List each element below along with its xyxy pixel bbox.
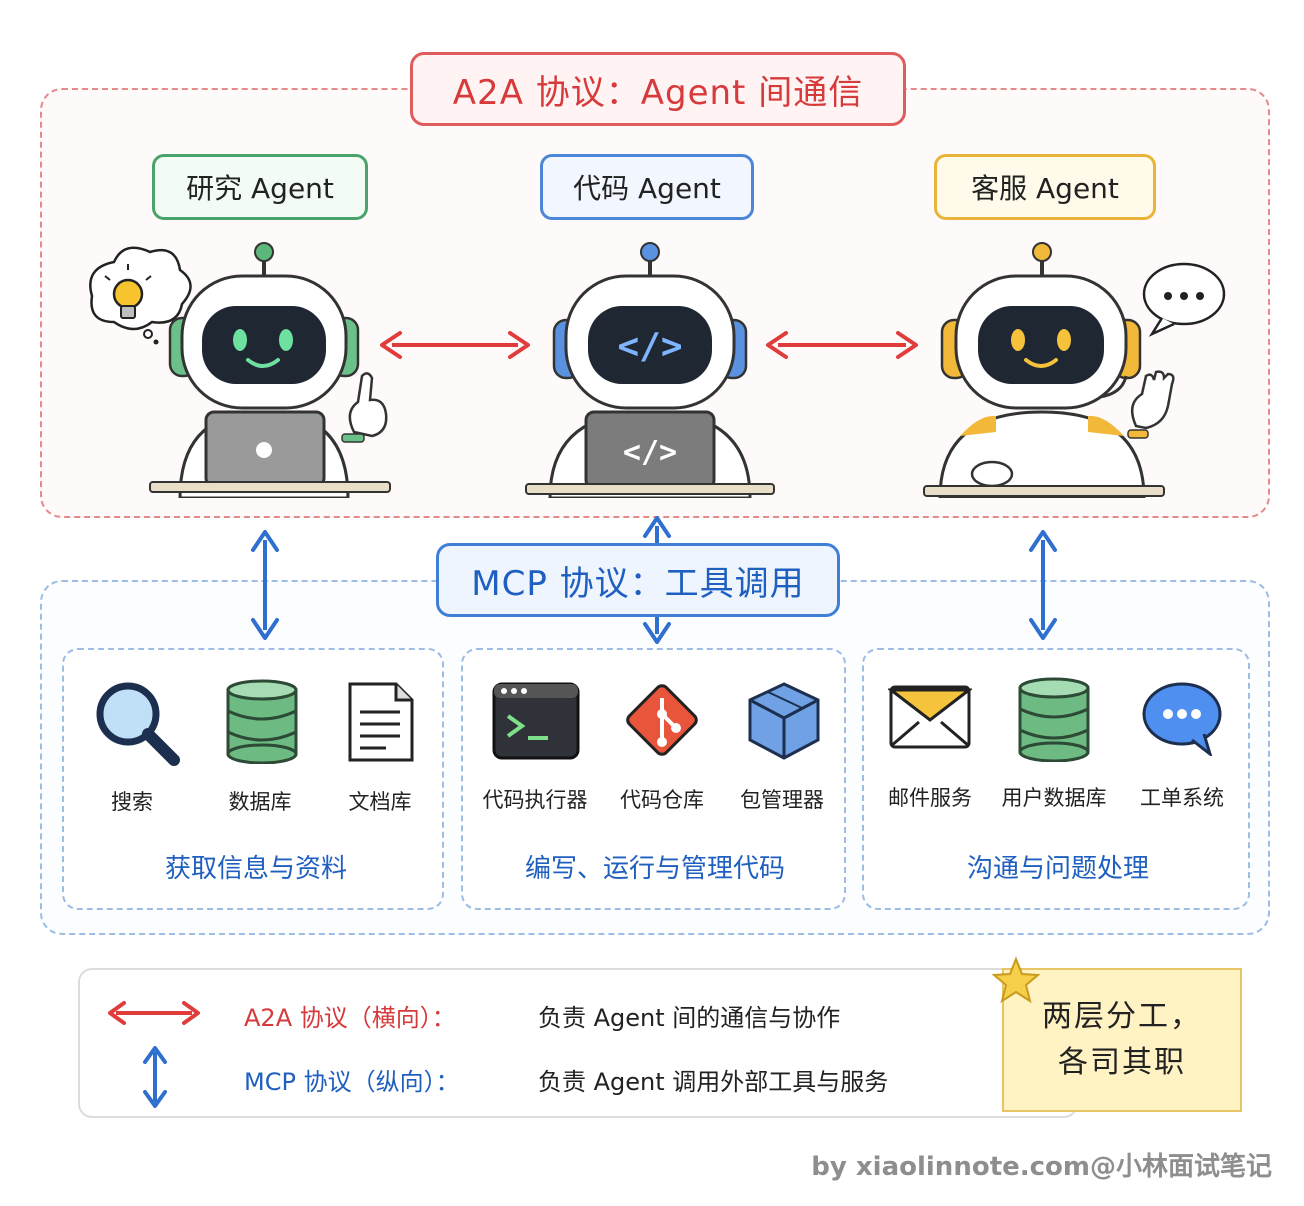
tool-label-package-manager: 包管理器 xyxy=(740,788,824,812)
star-icon xyxy=(991,956,1041,1004)
a2a-arrow-left xyxy=(380,331,530,359)
legend-a2a-name: A2A 协议（横向）： xyxy=(244,1004,456,1032)
ellipsis-speech-icon xyxy=(1142,262,1226,337)
lightbulb-icon xyxy=(89,246,192,345)
legend-a2a-arrow-icon xyxy=(108,1001,200,1025)
legend-mcp-arrow-icon xyxy=(143,1046,167,1108)
tool-label-database: 数据库 xyxy=(228,790,292,814)
legend-mcp-name: MCP 协议（纵向）： xyxy=(244,1068,460,1096)
tool-label-docs: 文档库 xyxy=(348,790,412,814)
database-icon xyxy=(226,679,298,764)
document-icon xyxy=(348,682,414,762)
group-caption-info: 获取信息与资料 xyxy=(164,854,348,884)
credit-text: by xiaolinnote.com@小林面试笔记 xyxy=(811,1152,1272,1182)
note-line-1: 两层分工， xyxy=(1042,999,1202,1034)
a2a-arrow-right xyxy=(766,331,918,359)
tool-label-code-runner: 代码执行器 xyxy=(482,788,588,812)
legend-mcp-desc: 负责 Agent 调用外部工具与服务 xyxy=(538,1068,889,1096)
tool-label-mail: 邮件服务 xyxy=(888,786,972,810)
code-agent-robot: </> </> xyxy=(525,242,775,498)
sticky-note: 两层分工， 各司其职 xyxy=(1002,968,1242,1112)
group-caption-communication: 沟通与问题处理 xyxy=(966,854,1150,884)
svg-text:</>: </> xyxy=(617,326,682,367)
research-agent-robot xyxy=(89,242,391,498)
legend-a2a-desc: 负责 Agent 间的通信与协作 xyxy=(538,1004,841,1032)
mcp-arrow-research xyxy=(251,530,279,640)
note-line-2: 各司其职 xyxy=(1058,1045,1186,1080)
agent-label-service: 客服 Agent xyxy=(934,154,1156,220)
mail-icon xyxy=(888,685,972,749)
mcp-title: MCP 协议：工具调用 xyxy=(436,543,840,617)
chat-bubble-icon xyxy=(1142,682,1222,756)
group-caption-code: 编写、运行与管理代码 xyxy=(524,854,786,884)
legend-box xyxy=(78,968,1078,1118)
a2a-title: A2A 协议：Agent 间通信 xyxy=(410,52,906,126)
magnifier-icon xyxy=(96,682,180,766)
package-icon xyxy=(748,682,820,760)
agent-label-research: 研究 Agent xyxy=(152,154,368,220)
svg-text:</>: </> xyxy=(623,435,677,470)
tool-label-user-db: 用户数据库 xyxy=(1001,786,1107,810)
service-agent-robot xyxy=(923,242,1226,498)
tool-label-ticket: 工单系统 xyxy=(1140,786,1224,810)
mcp-arrow-service xyxy=(1029,530,1057,640)
tool-label-code-repo: 代码仓库 xyxy=(620,788,704,812)
git-icon xyxy=(626,684,698,756)
database-icon xyxy=(1018,677,1090,762)
tool-label-search: 搜索 xyxy=(111,790,153,814)
agent-label-code: 代码 Agent xyxy=(540,154,754,220)
terminal-icon xyxy=(492,682,580,760)
